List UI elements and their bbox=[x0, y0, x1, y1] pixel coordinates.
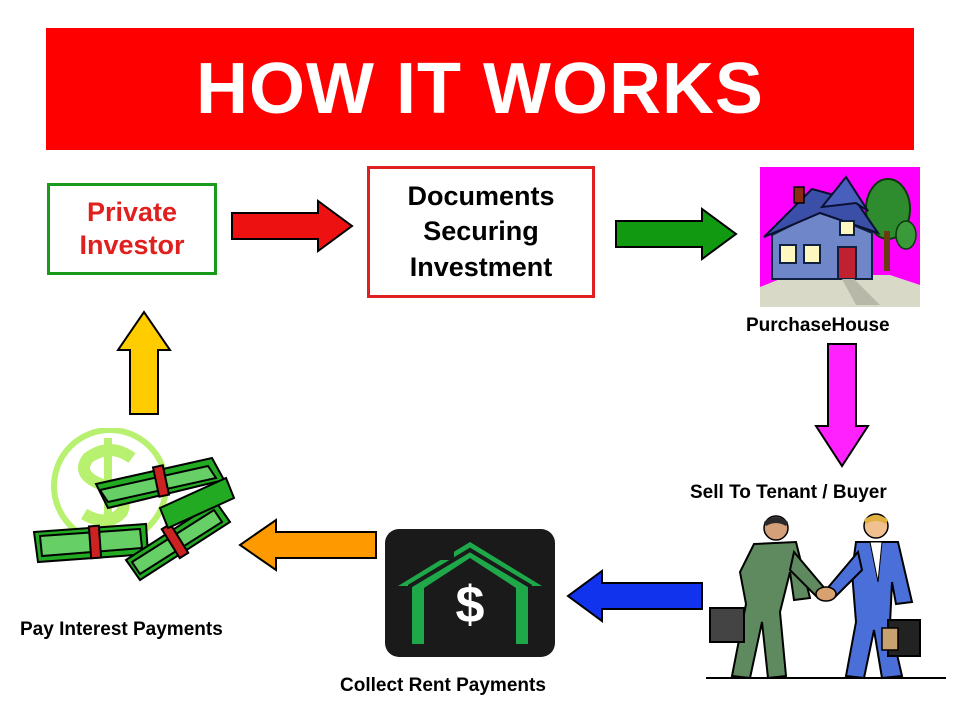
rent-house-dollar-icon: $ bbox=[385, 529, 555, 657]
arrow-documents-to-house bbox=[615, 207, 738, 261]
documents-box: Documents Securing Investment bbox=[367, 166, 595, 298]
arrow-house-to-tenant bbox=[814, 343, 870, 468]
arrow-investor-to-documents bbox=[231, 199, 354, 253]
arrow-rent-to-money bbox=[238, 518, 377, 572]
arrow-tenant-to-rent bbox=[566, 569, 703, 623]
title-banner: HOW IT WORKS bbox=[46, 28, 914, 150]
private-investor-box: Private Investor bbox=[47, 183, 217, 275]
money-stack-icon bbox=[32, 428, 236, 582]
private-investor-label: Private Investor bbox=[79, 197, 185, 260]
page-title: HOW IT WORKS bbox=[196, 49, 764, 129]
purchase-house-label: PurchaseHouse bbox=[746, 315, 890, 336]
rent-dollar-symbol: $ bbox=[456, 576, 485, 634]
sell-to-tenant-label: Sell To Tenant / Buyer bbox=[690, 482, 887, 503]
pay-interest-label: Pay Interest Payments bbox=[20, 619, 223, 640]
collect-rent-label: Collect Rent Payments bbox=[340, 675, 546, 696]
documents-label: Documents Securing Investment bbox=[407, 181, 555, 282]
arrow-money-to-investor bbox=[116, 310, 172, 415]
house-icon bbox=[760, 167, 920, 307]
handshake-icon bbox=[706, 513, 946, 680]
